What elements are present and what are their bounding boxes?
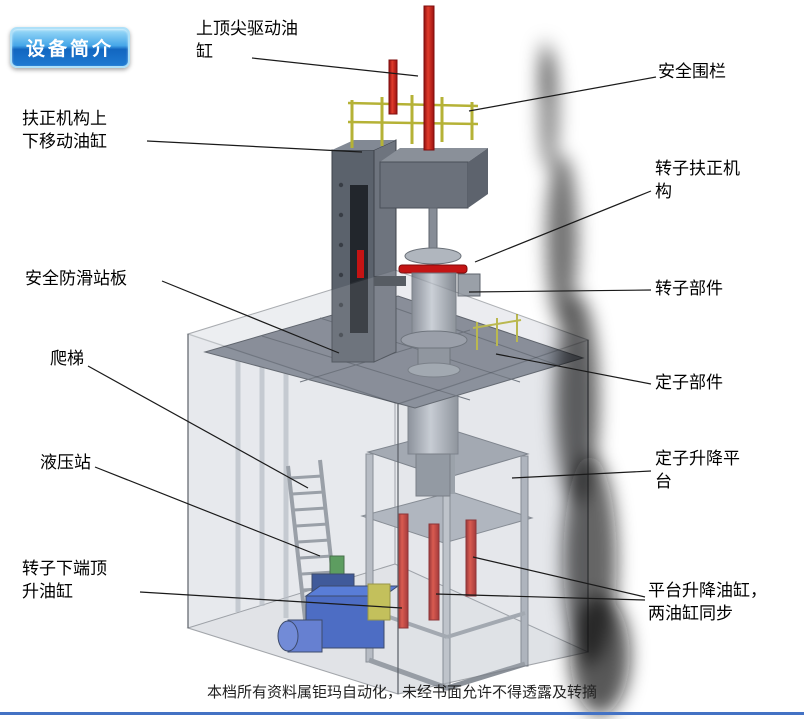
- label-anti-slip-platform: 安全防滑站板: [25, 269, 127, 288]
- label-centering-updown-cylinder: 扶正机构上下移动油缸: [22, 109, 107, 151]
- footer-divider-line: [0, 712, 804, 715]
- label-stator-lift-platform: 定子升降平台: [655, 449, 740, 491]
- label-ladder: 爬梯: [50, 349, 84, 368]
- rotor-assembly: [374, 207, 481, 378]
- top-drive-cylinder-rods: [388, 5, 435, 151]
- title-badge-label: 设备简介: [26, 39, 115, 60]
- footer-watermark: 本档所有资料属钜玛自动化，未经书面允许不得透露及转摘: [206, 684, 597, 701]
- label-rotor-part: 转子部件: [655, 279, 723, 298]
- title-badge: 设备简介: [10, 27, 131, 68]
- safety-fence-railing: [347, 95, 479, 148]
- head-box: [379, 148, 488, 209]
- label-platform-lift-cylinders: 平台升降油缸，两油缸同步: [648, 581, 767, 623]
- label-rotor-centering-mechanism: 转子扶正机构: [655, 159, 740, 201]
- label-top-center-drive-cylinder: 上顶尖驱动油缸: [196, 19, 298, 61]
- label-safety-fence: 安全围栏: [658, 62, 726, 81]
- label-hydraulic-station: 液压站: [40, 453, 91, 472]
- label-rotor-bottom-jack-cylinder: 转子下端顶升油缸: [22, 559, 107, 601]
- enclosure-front-faces: [186, 269, 590, 695]
- label-stator-part: 定子部件: [655, 373, 723, 392]
- platform-side-railing: [472, 314, 522, 350]
